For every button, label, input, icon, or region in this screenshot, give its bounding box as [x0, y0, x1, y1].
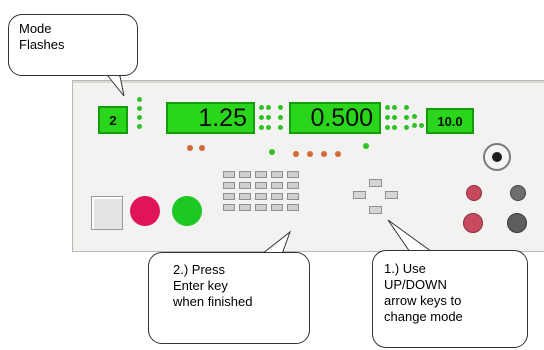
down-arrow-key[interactable] [369, 206, 382, 214]
status-led [307, 151, 313, 157]
keypad-key[interactable] [255, 204, 267, 211]
aux-value: 10.0 [437, 113, 463, 129]
current-display: 0.500 [289, 102, 381, 134]
status-led [269, 149, 275, 155]
output-terminal [510, 185, 526, 201]
aux-display: 10.0 [426, 108, 474, 134]
keypad-key[interactable] [271, 193, 283, 200]
output-on-button[interactable] [172, 196, 202, 226]
callout-line: 2.) Press [173, 262, 226, 277]
status-led [321, 151, 327, 157]
status-led [363, 143, 369, 149]
keypad-key[interactable] [287, 193, 299, 200]
status-led [199, 145, 205, 151]
keypad-key[interactable] [239, 182, 251, 189]
callout-line: UP/DOWN [384, 277, 447, 292]
keypad-key[interactable] [223, 182, 235, 189]
keypad-key[interactable] [239, 204, 251, 211]
up-arrow-key[interactable] [369, 179, 382, 187]
right-arrow-key[interactable] [385, 191, 398, 199]
output-terminal [507, 213, 527, 233]
power-switch[interactable] [91, 196, 123, 230]
voltage-display: 1.25 [166, 102, 255, 134]
press-enter-callout: 2.) Press Enter key when finished [148, 252, 310, 344]
output-terminal [463, 213, 483, 233]
status-led [335, 151, 341, 157]
status-led [187, 145, 193, 151]
enter-key[interactable] [287, 204, 299, 211]
keypad-key[interactable] [239, 193, 251, 200]
current-value: 0.500 [310, 103, 373, 132]
callout-line: Enter key [173, 278, 228, 293]
mode-display: 2 [98, 106, 128, 134]
mode-value: 2 [109, 112, 117, 128]
callout-line: arrow keys to [384, 293, 462, 308]
adjust-knob[interactable] [483, 143, 511, 171]
keypad-key[interactable] [255, 182, 267, 189]
mode-flashes-callout: Mode Flashes [8, 14, 138, 76]
voltage-value: 1.25 [198, 103, 247, 132]
callout-line: Flashes [19, 37, 65, 52]
keypad-key[interactable] [287, 182, 299, 189]
keypad-key[interactable] [255, 193, 267, 200]
keypad-key[interactable] [271, 204, 283, 211]
keypad-key[interactable] [271, 182, 283, 189]
keypad-key[interactable] [287, 171, 299, 178]
left-arrow-key[interactable] [353, 191, 366, 199]
keypad-key[interactable] [223, 193, 235, 200]
callout-line: 1.) Use [384, 261, 426, 276]
output-terminal [466, 185, 482, 201]
status-led [293, 151, 299, 157]
keypad-key[interactable] [239, 171, 251, 178]
instrument-front-panel: 2 1.25 0.500 10.0 [72, 80, 544, 252]
keypad-key[interactable] [255, 171, 267, 178]
callout-line: change mode [384, 309, 463, 324]
use-arrows-callout: 1.) Use UP/DOWN arrow keys to change mod… [372, 250, 528, 348]
keypad-key[interactable] [271, 171, 283, 178]
keypad-key[interactable] [223, 171, 235, 178]
callout-line: Mode [19, 21, 52, 36]
callout-line: when finished [173, 294, 253, 309]
keypad-key[interactable] [223, 204, 235, 211]
output-off-button[interactable] [130, 196, 160, 226]
